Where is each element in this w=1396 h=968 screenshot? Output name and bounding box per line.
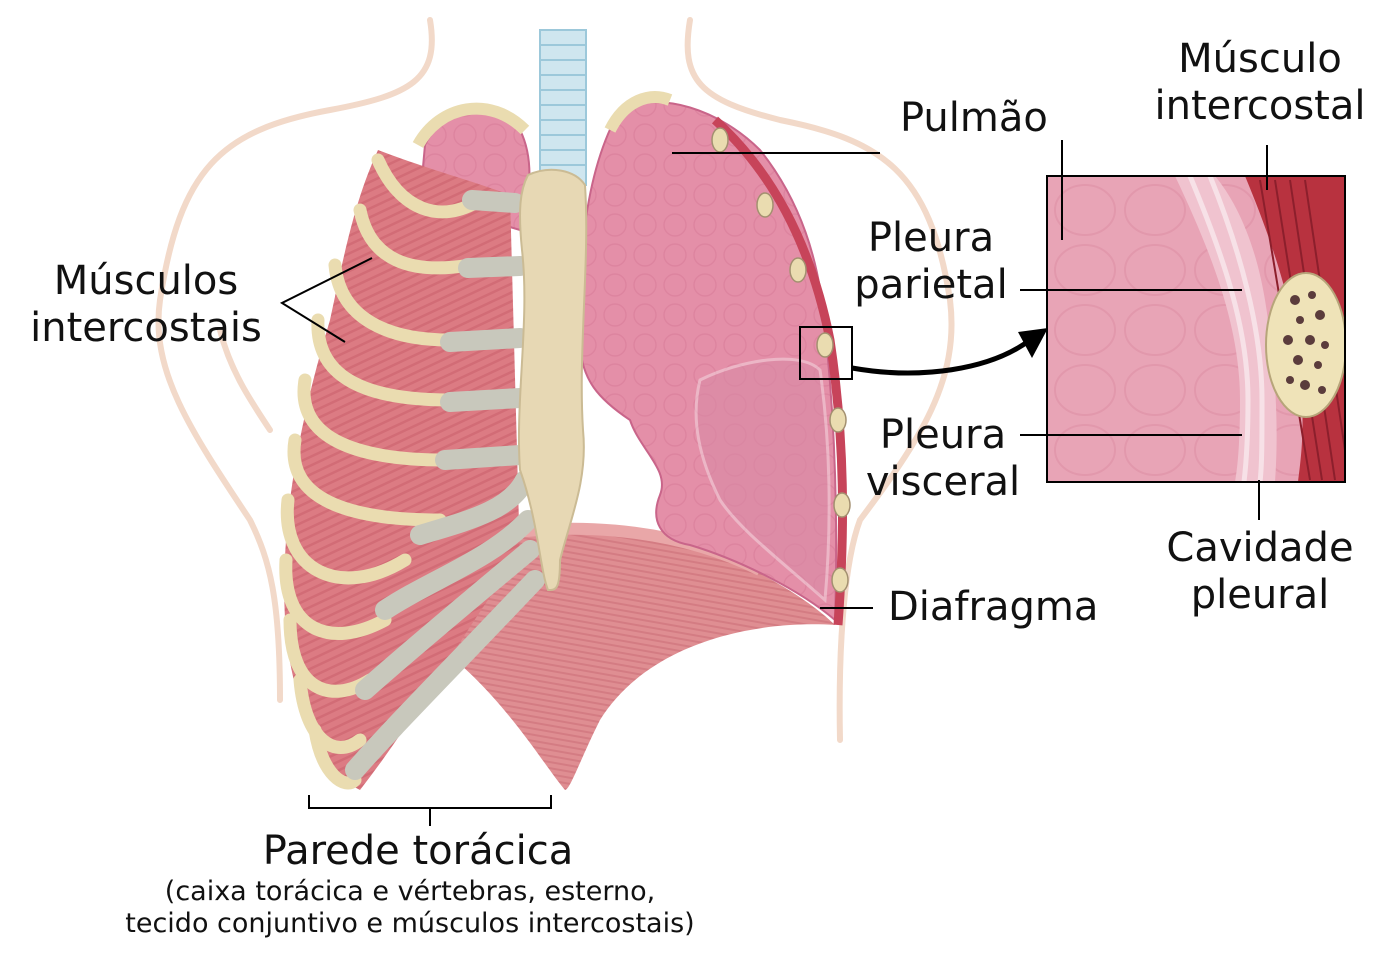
label-pleura-parietal-line2: parietal (854, 262, 1008, 309)
label-pleura-visceral-line2: visceral (865, 459, 1021, 506)
pleura-inset (1046, 175, 1346, 483)
zoom-arrowhead (1018, 328, 1048, 358)
label-cavidade-pleural: Cavidade pleural (1150, 525, 1370, 619)
label-pulmao: Pulmão (900, 95, 1048, 141)
label-cavidade-pleural-line1: Cavidade (1166, 525, 1354, 571)
label-musculos-intercostais: Músculos intercostais (20, 258, 272, 352)
label-diafragma: Diafragma (888, 584, 1099, 630)
label-parede-toracica-descricao: (caixa torácica e vértebras, esterno, te… (40, 876, 780, 940)
label-pleura-visceral-line1: Pleura (879, 412, 1007, 458)
sternum (517, 168, 588, 592)
label-pleura-visceral: Pleura visceral (858, 412, 1028, 506)
zoom-arrow (851, 337, 1032, 376)
label-pleura-parietal-line1: Pleura (867, 215, 995, 261)
label-musculos-intercostais-line2: intercostais (30, 305, 262, 352)
label-musculo-intercostal-line2: intercostal (1154, 83, 1366, 130)
lung-illustration (412, 91, 851, 626)
label-cavidade-pleural-line2: pleural (1190, 572, 1330, 619)
label-parede-toracica-descricao-line2: tecido conjuntivo e músculos intercostai… (125, 907, 695, 939)
label-musculo-intercostal-line1: Músculo (1178, 36, 1342, 82)
body-outline (155, 17, 955, 743)
label-musculo-intercostal: Músculo intercostal (1150, 36, 1370, 130)
leader-lines (279, 140, 1268, 826)
rib-cage (279, 150, 588, 790)
label-parede-toracica: Parede torácica (262, 828, 574, 874)
label-pleura-parietal: Pleura parietal (846, 215, 1016, 309)
label-parede-toracica-descricao-line1: (caixa torácica e vértebras, esterno, (164, 876, 656, 907)
label-musculos-intercostais-line1: Músculos (53, 258, 239, 304)
zoom-box (799, 326, 853, 380)
